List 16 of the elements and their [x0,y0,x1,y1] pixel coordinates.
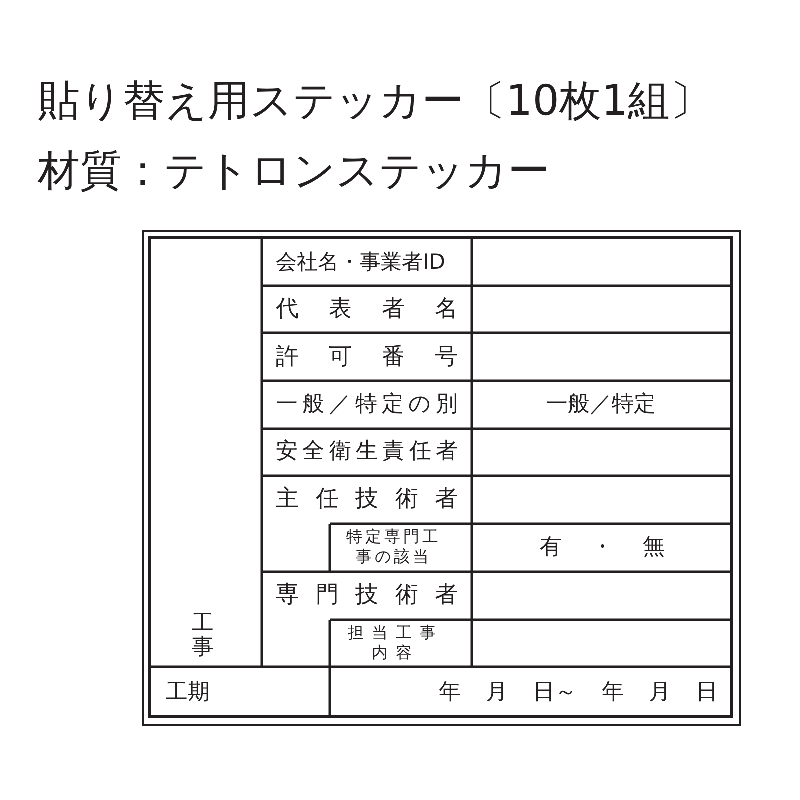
row-sublabel: 特定専門工事の該当 [346,527,442,567]
row-label: 許可番号 [276,346,458,369]
row-label: 一般／特定の別 [276,394,458,416]
heading: 貼り替え用ステッカー〔10枚1組〕 [38,80,712,122]
row-label: 主任技術者 [276,488,458,511]
value-text: 一般／特定 [545,394,657,416]
row-label: 専門技術者 [276,584,458,607]
row-label: 会社名・事業者ID [276,252,446,273]
column-label: 工事 [192,612,215,660]
subheading: 材質：テトロンステッカー [38,150,550,192]
row-sublabel: 担当工事内容 [347,623,445,663]
row-label: 代表者名 [276,298,458,321]
row-label: 工期 [166,682,210,704]
value-text: 有・無 [540,537,665,559]
date-text: 年 月 日～ 年 月 日 [438,682,718,704]
row-label: 安全衛生責任者 [276,441,458,463]
